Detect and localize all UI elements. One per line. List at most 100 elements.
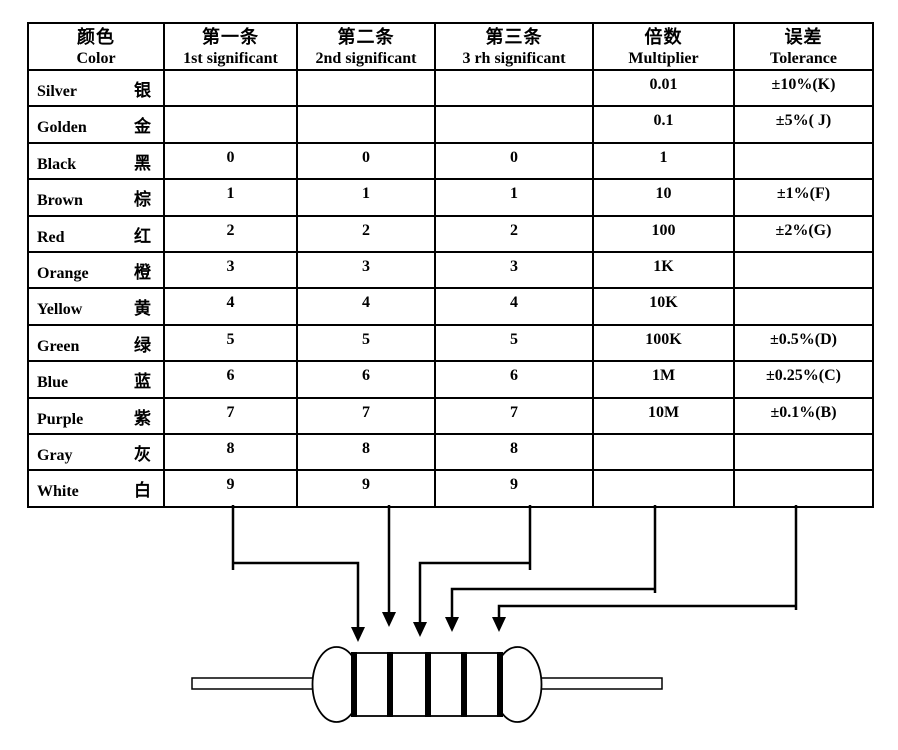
color-name-zh: 黄: [134, 299, 151, 319]
col-header-multiplier-en: Multiplier: [628, 50, 699, 67]
col-header-multiplier-zh: 倍数: [644, 27, 683, 47]
value-cell-b2: 4: [296, 287, 436, 326]
color-name-zh: 棕: [134, 190, 151, 210]
value-cell-tol: ±5%( J): [733, 105, 874, 144]
col-header-3rd-significant-en: 3 rh significant: [462, 50, 566, 67]
color-name-cell: Yellow 黄: [27, 287, 165, 326]
value-cell-b3: 3: [434, 250, 594, 290]
resistor-color-code-table: 颜色 Color 第一条 1st significant 第二条 2nd sig…: [27, 22, 874, 508]
col-header-color-en: Color: [76, 50, 116, 67]
value-cell-b2: 6: [296, 360, 436, 399]
color-name-en: Orange: [37, 264, 89, 282]
value-cell-b1: 1: [163, 178, 298, 217]
color-name-cell: Blue 蓝: [27, 360, 165, 399]
connector-2nd-significant: [382, 505, 396, 627]
value-cell-b1: 8: [163, 432, 298, 472]
color-name-en: Golden: [37, 119, 87, 137]
value-cell-b2: 5: [296, 323, 436, 363]
value-cell-mult: [592, 469, 735, 508]
color-name-cell: Red 红: [27, 214, 165, 253]
color-name-cell: Gray 灰: [27, 432, 165, 472]
color-name-zh: 红: [134, 226, 151, 246]
value-cell-mult: 100K: [592, 323, 735, 363]
color-name-en: Purple: [37, 410, 84, 428]
value-cell-b2: [296, 68, 436, 108]
color-name-zh: 橙: [134, 262, 151, 282]
color-name-cell: Orange 橙: [27, 250, 165, 290]
tolerance-band: [497, 652, 503, 717]
connector-multiplier: [445, 505, 657, 632]
arrow-down-icon: [413, 622, 427, 637]
color-name-en: Red: [37, 228, 65, 246]
resistor-right-lead: [537, 677, 663, 690]
connector-1st-significant: [231, 505, 365, 642]
value-cell-b2: [296, 105, 436, 144]
col-header-3rd-significant: 第三条 3 rh significant: [434, 22, 594, 71]
color-name-zh: 黑: [134, 153, 151, 173]
value-cell-b1: 2: [163, 214, 298, 253]
color-name-zh: 灰: [134, 444, 151, 464]
col-header-tolerance: 误差 Tolerance: [733, 22, 874, 71]
col-header-color: 颜色 Color: [27, 22, 165, 71]
color-name-en: White: [37, 483, 79, 501]
arrow-down-icon: [445, 617, 459, 632]
value-cell-b1: 7: [163, 396, 298, 435]
value-cell-mult: 0.1: [592, 105, 735, 144]
value-cell-mult: 100: [592, 214, 735, 253]
table-row: Golden 金 0.1±5%( J): [27, 105, 874, 144]
value-cell-b1: 4: [163, 287, 298, 326]
value-cell-b3: 2: [434, 214, 594, 253]
color-name-zh: 金: [134, 117, 151, 137]
color-name-en: Gray: [37, 446, 73, 464]
resistor-left-lead: [191, 677, 318, 690]
value-cell-b3: 0: [434, 141, 594, 181]
value-cell-b2: 2: [296, 214, 436, 253]
value-cell-mult: 10M: [592, 396, 735, 435]
value-cell-b2: 9: [296, 469, 436, 508]
color-name-zh: 紫: [134, 408, 151, 428]
value-cell-b3: 5: [434, 323, 594, 363]
value-cell-b1: 0: [163, 141, 298, 181]
3rd-significant-band: [425, 652, 431, 717]
value-cell-tol: ±10%(K): [733, 68, 874, 108]
color-name-zh: 绿: [134, 335, 151, 355]
col-header-1st-significant-zh: 第一条: [202, 27, 259, 47]
multiplier-band: [461, 652, 467, 717]
color-name-zh: 蓝: [134, 372, 151, 392]
value-cell-mult: 1M: [592, 360, 735, 399]
arrow-down-icon: [492, 617, 506, 632]
color-name-en: Blue: [37, 374, 69, 392]
value-cell-b2: 8: [296, 432, 436, 472]
resistor-illustration: [191, 646, 663, 723]
1st-significant-band: [351, 652, 357, 717]
value-cell-tol: [733, 250, 874, 290]
color-name-zh: 银: [134, 81, 151, 100]
col-header-multiplier: 倍数 Multiplier: [592, 22, 735, 71]
color-name-cell: White 白: [27, 469, 165, 508]
arrow-down-icon: [351, 627, 365, 642]
color-name-cell: Purple 紫: [27, 396, 165, 435]
value-cell-b1: [163, 105, 298, 144]
value-cell-b3: 4: [434, 287, 594, 326]
value-cell-b3: [434, 105, 594, 144]
value-cell-tol: [733, 141, 874, 181]
value-cell-b1: 6: [163, 360, 298, 399]
col-header-color-zh: 颜色: [77, 27, 115, 47]
col-header-1st-significant-en: 1st significant: [183, 50, 278, 67]
value-cell-tol: ±0.25%(C): [733, 360, 874, 399]
value-cell-tol: ±0.5%(D): [733, 323, 874, 363]
color-name-en: Yellow: [37, 301, 83, 319]
value-cell-b3: 8: [434, 432, 594, 472]
color-name-zh: 白: [134, 481, 151, 501]
